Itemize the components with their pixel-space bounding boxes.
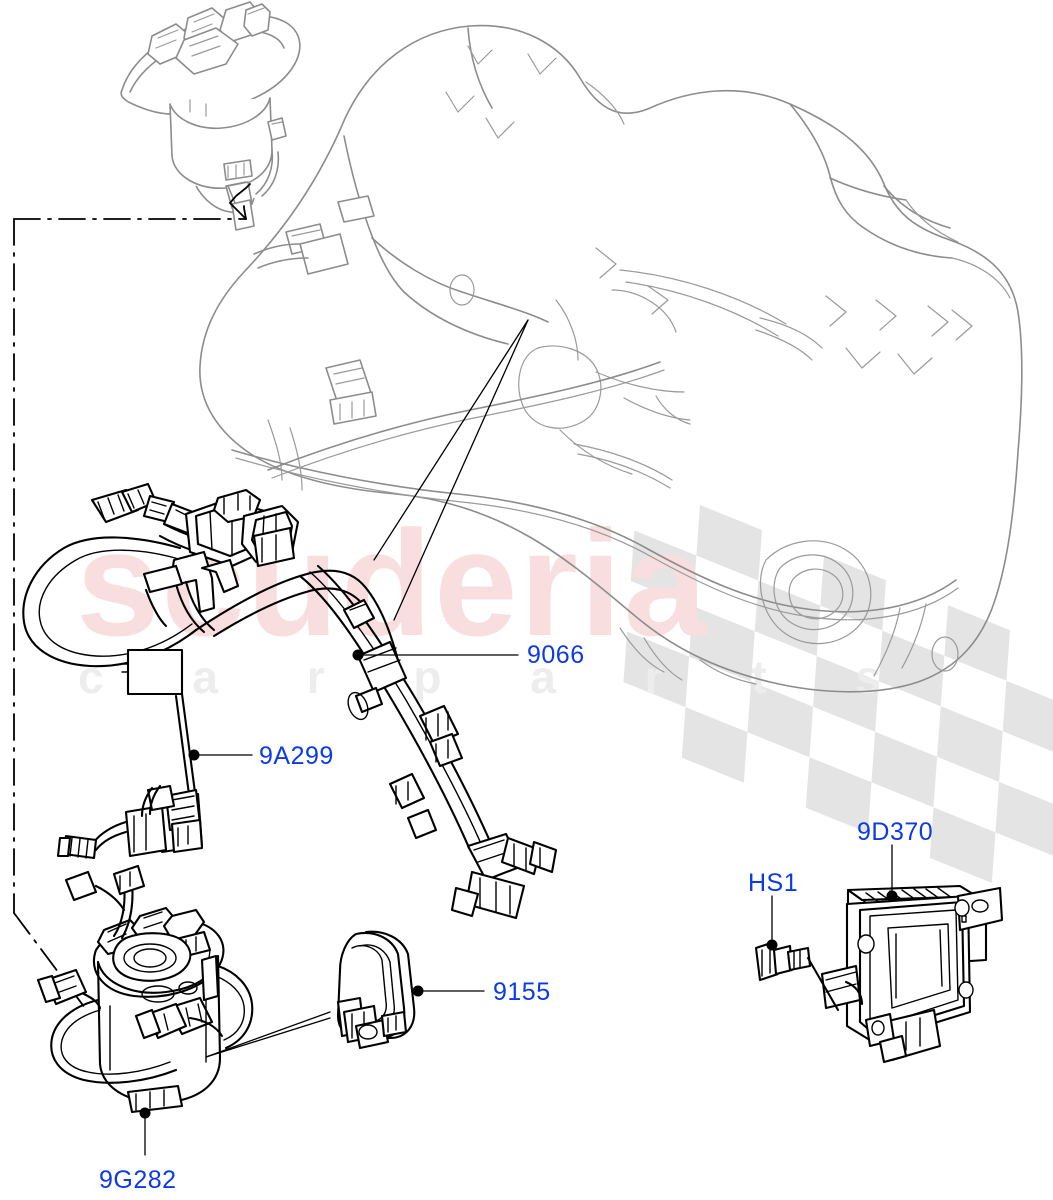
callout-label-9066[interactable]: 9066 — [527, 641, 585, 669]
fuel-pipe-harness-drawing — [22, 482, 558, 920]
fuel-pump-module-assembly-drawing — [36, 864, 254, 1114]
fuel-pump-module-inset-drawing — [120, 1, 301, 231]
fuel-tank-drawing — [199, 24, 1023, 693]
fuel-pump-control-module-drawing — [820, 884, 1004, 1064]
mounting-bolt-drawing — [754, 940, 840, 1012]
callout-label-9D370[interactable]: 9D370 — [857, 818, 934, 846]
watermark-subtitle: c a r p a r t s — [78, 651, 920, 703]
fuel-pump-bracket-clip-drawing — [336, 930, 416, 1050]
callout-label-HS1[interactable]: HS1 — [748, 869, 799, 897]
fuel-tank-pressure-sensor-drawing — [56, 648, 204, 860]
callout-label-9155[interactable]: 9155 — [493, 978, 551, 1006]
leader-lines — [139, 319, 898, 1156]
callout-label-9A299[interactable]: 9A299 — [259, 742, 334, 770]
callout-label-9G282[interactable]: 9G282 — [99, 1166, 177, 1194]
